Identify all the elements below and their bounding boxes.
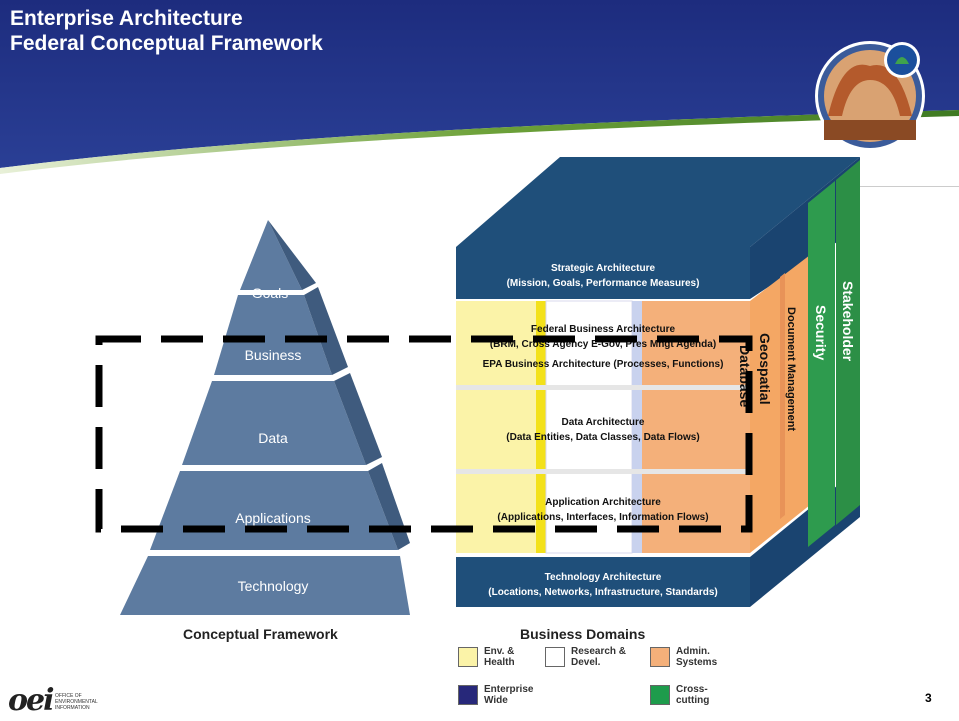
technology-subtitle: (Locations, Networks, Infrastructure, St…	[488, 587, 718, 598]
business-line-2: (BRM, Cross Agency E-Gov, Pres Mngt Agen…	[490, 339, 716, 350]
architecture-cube-diagram: Strategic Architecture (Mission, Goals, …	[456, 157, 860, 607]
page-number: 3	[925, 691, 932, 705]
data-layer-subtitle: (Data Entities, Data Classes, Data Flows…	[506, 432, 699, 443]
pyramid-tier-business	[214, 287, 348, 375]
pyramid-label-data: Data	[258, 430, 288, 446]
business-line-3: EPA Business Architecture (Processes, Fu…	[483, 359, 724, 370]
stakeholder-label: Stakeholder	[840, 281, 856, 362]
pyramid-label-business: Business	[245, 347, 302, 363]
legend-label: Enterprise Wide	[484, 684, 534, 706]
legend-label: Cross- cutting	[676, 684, 710, 706]
legend-item-admin: Admin. Systems	[650, 646, 717, 668]
title-line-1: Enterprise Architecture	[10, 7, 243, 30]
strategic-title: Strategic Architecture	[551, 263, 656, 274]
business-line-1: Federal Business Architecture	[531, 324, 676, 335]
divider-line	[856, 186, 959, 187]
pyramid-label-goals: Goals	[252, 285, 289, 301]
technology-layer	[456, 557, 750, 607]
strategic-layer	[456, 247, 750, 299]
legend-item-research: Research & Devel.	[545, 646, 626, 668]
legend-item-enterprise: Enterprise Wide	[458, 684, 533, 706]
domain-admin	[642, 301, 750, 553]
stakeholder-column	[836, 160, 860, 525]
pyramid-tier-data	[182, 373, 382, 465]
title-line-2: Federal Conceptual Framework	[10, 32, 323, 55]
legend-swatch	[650, 647, 670, 667]
legend-swatch	[545, 647, 565, 667]
domain-research-edge	[632, 301, 642, 553]
dashed-highlight-box	[95, 335, 753, 533]
legend-item-env-health: Env. & Health	[458, 646, 515, 668]
side-divider	[780, 273, 785, 519]
row-separator	[456, 469, 750, 474]
oei-logo-icon: oei	[8, 683, 54, 718]
epa-seal-icon	[815, 41, 925, 151]
application-layer-subtitle: (Applications, Interfaces, Information F…	[497, 512, 708, 523]
legend-swatch	[650, 685, 670, 705]
legend-label: Env. & Health	[484, 646, 515, 668]
row-separator	[456, 385, 750, 390]
strategic-subtitle: (Mission, Goals, Performance Measures)	[507, 278, 700, 289]
domain-research	[545, 300, 633, 554]
legend-caption: Business Domains	[520, 626, 646, 642]
security-label: Security	[813, 305, 829, 360]
application-layer-title: Application Architecture	[545, 497, 661, 508]
pyramid-diagram: Goals Business Data Applications Technol…	[120, 220, 410, 615]
pyramid-label-applications: Applications	[235, 510, 311, 526]
legend-label: Admin. Systems	[676, 646, 718, 668]
domain-env-edge	[536, 301, 546, 553]
cube-top-face	[456, 157, 860, 247]
pyramid-tier-goals	[240, 220, 316, 290]
pyramid-label-technology: Technology	[238, 578, 309, 594]
legend-swatch	[458, 685, 478, 705]
pyramid-caption: Conceptual Framework	[183, 626, 338, 642]
legend-label: Research & Devel.	[571, 646, 627, 668]
security-column	[808, 181, 835, 547]
document-management-label: Document Management	[785, 307, 797, 431]
legend-swatch	[458, 647, 478, 667]
data-layer-title: Data Architecture	[562, 417, 645, 428]
logo-text: OFFICE OF ENVIRONMENTAL INFORMATION	[55, 693, 98, 711]
legend-item-crosscutting: Cross- cutting	[650, 684, 709, 706]
technology-title: Technology Architecture	[545, 572, 662, 583]
pyramid-tier-technology	[120, 556, 410, 615]
geospatial-label: Geospatial	[757, 333, 773, 405]
domain-env-health	[456, 301, 542, 553]
